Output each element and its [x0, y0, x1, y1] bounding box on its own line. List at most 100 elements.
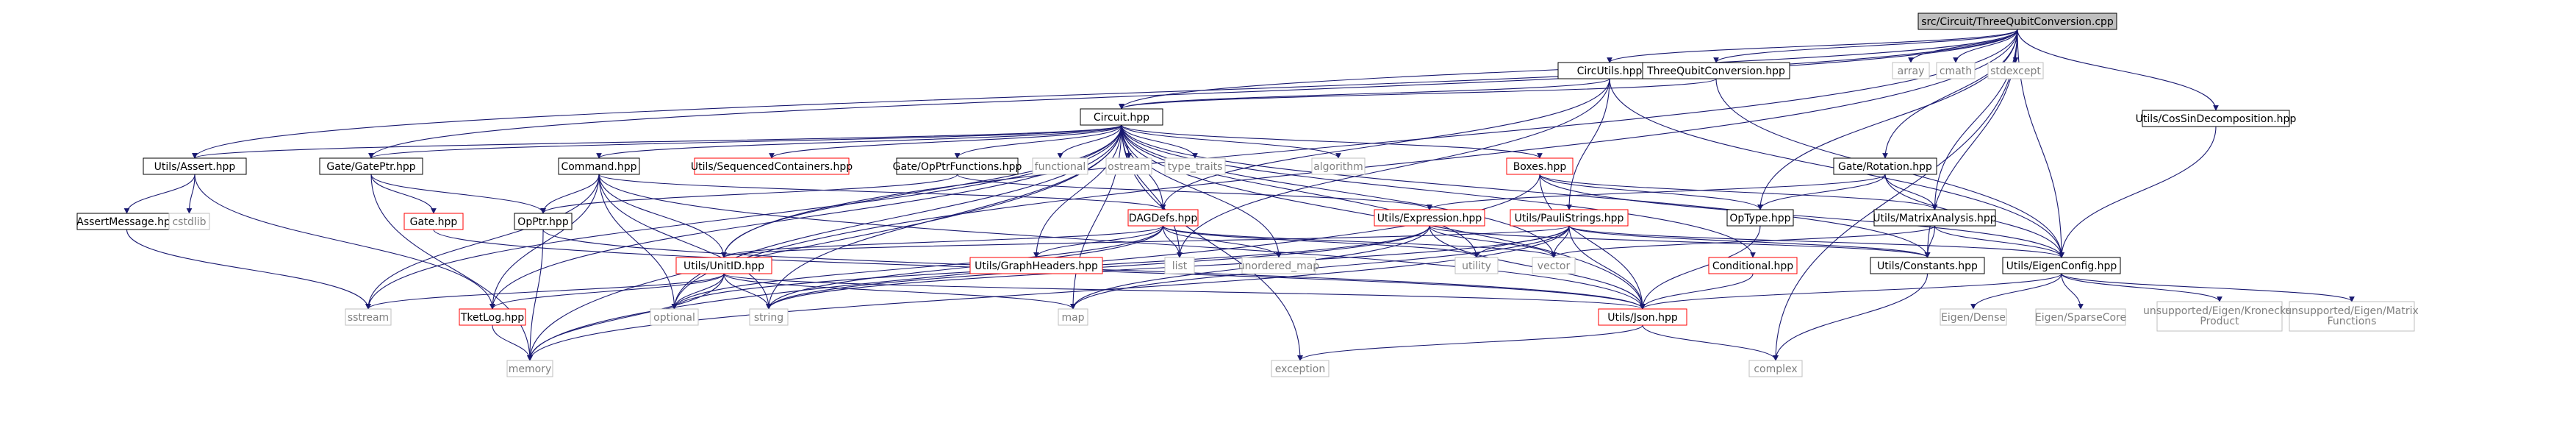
node-eigenconfig[interactable]: Utils/EigenConfig.hpp — [2002, 257, 2121, 274]
node-assertmsg[interactable]: AssertMessage.hpp — [76, 213, 177, 230]
node-label-cossin: Utils/CosSinDecomposition.hpp — [2136, 113, 2297, 125]
edge-dagdefs-to-optional — [671, 225, 1164, 310]
edge-assert-to-cstdlib — [186, 174, 195, 214]
edge-circuit-to-utility — [1121, 124, 1479, 258]
node-gateptr[interactable]: Gate/GatePtr.hpp — [319, 157, 423, 175]
edge-root-to-complex — [1773, 29, 2018, 361]
node-box-cossin — [2142, 110, 2290, 127]
node-expression[interactable]: Utils/Expression.hpp — [1374, 209, 1485, 227]
node-typetraits: type_traits — [1164, 157, 1226, 175]
node-opptrfn[interactable]: Gate/OpPtrFunctions.hpp — [893, 157, 1022, 175]
node-box-sstream — [345, 308, 392, 326]
node-label-root: src/Circuit/ThreeQubitConversion.cpp — [1921, 16, 2114, 28]
edge-command-to-dagdefs — [598, 174, 1166, 210]
node-rotation[interactable]: Gate/Rotation.hpp — [1833, 157, 1937, 175]
edge-circuit-to-gateptr — [368, 124, 1122, 159]
node-list: list — [1164, 257, 1195, 274]
edge-circuit-to-list — [1121, 124, 1183, 258]
edge-dagdefs-to-unitid — [721, 225, 1164, 258]
node-box-boxes — [1506, 157, 1574, 175]
node-memory: memory — [506, 360, 553, 377]
edge-rotation-to-expression — [1427, 174, 1886, 210]
edge-root-to-assert — [192, 29, 2018, 159]
edge-circutils-to-list — [1177, 78, 1610, 258]
node-box-rotation — [1833, 157, 1937, 175]
edge-paulistrings-to-json — [1568, 225, 1646, 310]
edge-command-to-opptr — [540, 174, 600, 214]
edge-unitid-to-optional — [671, 273, 725, 310]
node-label-sstream: sstream — [348, 312, 389, 324]
edges-layer — [123, 29, 2355, 361]
node-circuit[interactable]: Circuit.hpp — [1080, 108, 1163, 126]
node-graphheaders[interactable]: Utils/GraphHeaders.hpp — [969, 257, 1103, 274]
node-box-opptr — [514, 213, 573, 230]
node-cmath: cmath — [1936, 62, 1976, 79]
edge-command-to-string — [598, 174, 772, 310]
edge-matrix-to-eigenconfig — [1934, 225, 2064, 258]
edge-circuit-to-typetraits — [1121, 124, 1198, 159]
edge-opptrfn-to-opptr — [540, 174, 958, 214]
node-assert[interactable]: Utils/Assert.hpp — [143, 157, 247, 175]
edge-root-to-tqc — [1713, 29, 2018, 63]
node-optype[interactable]: OpType.hpp — [1726, 209, 1794, 227]
edge-boxes-to-eigenconfig — [1539, 174, 2064, 258]
node-label-cstdlib: cstdlib — [172, 216, 206, 228]
edge-eigenconfig-to-kron — [2061, 273, 2222, 302]
node-command[interactable]: Command.hpp — [558, 157, 640, 175]
node-box-functional — [1032, 157, 1088, 175]
node-constants[interactable]: Utils/Constants.hpp — [1870, 257, 1985, 274]
node-tketlog[interactable]: TketLog.hpp — [459, 308, 526, 326]
node-box-memory — [506, 360, 553, 377]
node-tqc[interactable]: ThreeQubitConversion.hpp — [1642, 62, 1790, 79]
node-label-ostream: ostream — [1108, 161, 1150, 173]
node-box-gateptr — [319, 157, 423, 175]
node-matrix[interactable]: Utils/MatrixAnalysis.hpp — [1873, 209, 1997, 227]
node-json[interactable]: Utils/Json.hpp — [1598, 308, 1687, 326]
node-box-map — [1058, 308, 1088, 326]
node-unitid[interactable]: Utils/UnitID.hpp — [675, 257, 772, 274]
node-box-algorithm — [1311, 157, 1366, 175]
nodes-layer: src/Circuit/ThreeQubitConversion.cppCirc… — [76, 13, 2419, 377]
node-string: string — [749, 308, 789, 326]
node-box-graphheaders — [969, 257, 1103, 274]
edge-dagdefs-to-vector — [1162, 225, 1557, 258]
node-label-exception: exception — [1275, 363, 1325, 375]
node-seqcont[interactable]: Utils/SequencedContainers.hpp — [691, 157, 853, 175]
node-paulistrings[interactable]: Utils/PauliStrings.hpp — [1510, 209, 1629, 227]
node-box-eigenconfig — [2002, 257, 2121, 274]
node-eigendense: Eigen/Dense — [1940, 308, 2007, 326]
node-label-array: array — [1898, 65, 1925, 77]
edge-matrix-to-vector — [1551, 225, 1936, 258]
node-label-eigenconfig: Utils/EigenConfig.hpp — [2006, 260, 2117, 272]
edge-paulistrings-to-unitid — [721, 225, 1570, 258]
edge-circuit-to-constants — [1121, 124, 1931, 258]
node-label-string: string — [754, 312, 783, 324]
node-box-optype — [1726, 209, 1794, 227]
node-root[interactable]: src/Circuit/ThreeQubitConversion.cpp — [1917, 13, 2117, 30]
node-label-seqcont: Utils/SequencedContainers.hpp — [691, 161, 853, 173]
edge-opptrfn-to-expression — [956, 174, 1432, 210]
edge-circuit-to-algorithm — [1121, 124, 1341, 159]
node-cossin[interactable]: Utils/CosSinDecomposition.hpp — [2136, 110, 2297, 127]
edge-circutils-to-circuit — [1119, 78, 1610, 110]
node-label-algorithm: algorithm — [1313, 161, 1363, 173]
node-label-gate: Gate.hpp — [410, 216, 458, 228]
node-boxes[interactable]: Boxes.hpp — [1506, 157, 1574, 175]
node-box-stdexcept — [1987, 62, 2044, 79]
node-box-paulistrings — [1510, 209, 1629, 227]
edge-dagdefs-to-unorderedmap — [1162, 225, 1282, 258]
node-label-opptrfn: Gate/OpPtrFunctions.hpp — [893, 161, 1022, 173]
node-label-json: Utils/Json.hpp — [1607, 312, 1678, 324]
edge-json-to-complex — [1642, 324, 1779, 361]
node-label-gateptr: Gate/GatePtr.hpp — [326, 161, 415, 173]
node-conditional[interactable]: Conditional.hpp — [1708, 257, 1798, 274]
node-opptr[interactable]: OpPtr.hpp — [514, 213, 573, 230]
node-circutils[interactable]: CircUtils.hpp — [1557, 62, 1662, 79]
node-dagdefs[interactable]: DAGDefs.hpp — [1127, 209, 1199, 227]
node-gate[interactable]: Gate.hpp — [403, 213, 464, 230]
node-label-memory: memory — [509, 363, 552, 375]
node-box-typetraits — [1164, 157, 1226, 175]
edge-eigenconfig-to-eigendense — [1970, 273, 2062, 310]
